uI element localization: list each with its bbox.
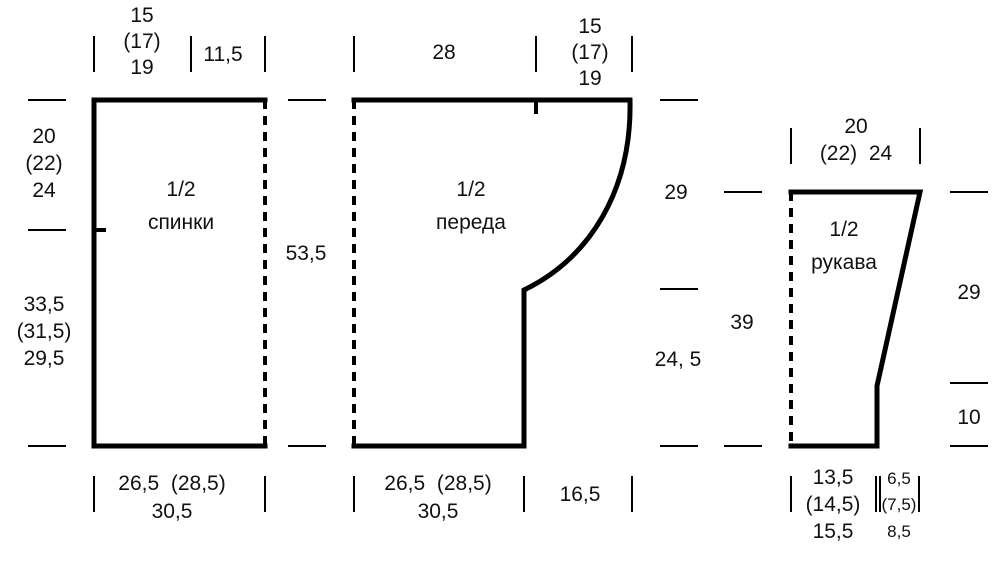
sleeve-dimensions: 20 (22) 24 39 29 10 13,5 (14,5) 15,5 6,5… — [724, 115, 988, 543]
sleeve-bottom-extra-2: (7,5) — [882, 495, 917, 514]
front-outline — [351, 97, 633, 449]
back-left-lower-2: (31,5) — [17, 320, 72, 343]
front-label-fraction: 1/2 — [456, 178, 485, 201]
front-piece: 1/2 переда — [351, 97, 633, 449]
back-bottom-width-2: 30,5 — [152, 500, 193, 523]
sleeve-bottom-extra-1: 6,5 — [887, 469, 911, 488]
sleeve-top-width-2: (22) 24 — [820, 142, 893, 165]
front-bottom-neck: 16,5 — [560, 483, 601, 506]
front-top-neck-3: 19 — [578, 67, 601, 90]
front-right-lower: 24, 5 — [655, 348, 702, 371]
sleeve-outline — [788, 189, 924, 449]
back-label-fraction: 1/2 — [166, 178, 195, 201]
sleeve-piece: 1/2 рукава — [788, 189, 924, 449]
back-left-lower-3: 29,5 — [24, 347, 65, 370]
sleeve-bottom-extra-3: 8,5 — [887, 522, 911, 541]
front-top-neck-1: 15 — [578, 15, 601, 38]
front-right-upper: 29 — [664, 181, 687, 204]
back-top-width-2: (17) — [123, 30, 160, 53]
back-left-upper-1: 20 — [32, 125, 55, 148]
back-outline — [91, 97, 268, 449]
front-top-width: 28 — [432, 41, 455, 64]
back-right-height: 53,5 — [286, 242, 327, 265]
sleeve-left-height: 39 — [730, 311, 753, 334]
front-dimensions: 28 15 (17) 19 29 24, 5 26,5 (28,5) 30,5 … — [353, 15, 702, 523]
front-bottom-width-2: 30,5 — [418, 500, 459, 523]
back-piece: 1/2 спинки — [91, 97, 268, 449]
front-top-neck-2: (17) — [571, 41, 608, 64]
front-label-name: переда — [436, 211, 506, 234]
back-left-upper-2: (22) — [25, 152, 62, 175]
sleeve-right-lower: 10 — [957, 406, 980, 429]
back-bottom-width-1: 26,5 (28,5) — [118, 472, 225, 495]
sleeve-label-fraction: 1/2 — [829, 218, 858, 241]
back-top-shoulder: 11,5 — [203, 43, 242, 66]
sleeve-top-width-1: 20 — [844, 115, 867, 138]
sleeve-right-upper: 29 — [957, 281, 980, 304]
sleeve-bottom-width-2: (14,5) — [806, 493, 861, 516]
back-left-upper-3: 24 — [32, 179, 56, 202]
sleeve-label-name: рукава — [811, 251, 877, 274]
sleeve-bottom-width-3: 15,5 — [813, 520, 854, 543]
sleeve-bottom-width-1: 13,5 — [813, 466, 854, 489]
front-bottom-width-1: 26,5 (28,5) — [384, 472, 491, 495]
back-dimensions: 15 (17) 19 11,5 20 (22) 24 33,5 (31,5) 2… — [17, 4, 327, 523]
back-label-name: спинки — [148, 211, 214, 234]
back-left-lower-1: 33,5 — [24, 293, 65, 316]
back-top-width-3: 19 — [130, 56, 153, 79]
back-top-width-1: 15 — [130, 4, 153, 27]
